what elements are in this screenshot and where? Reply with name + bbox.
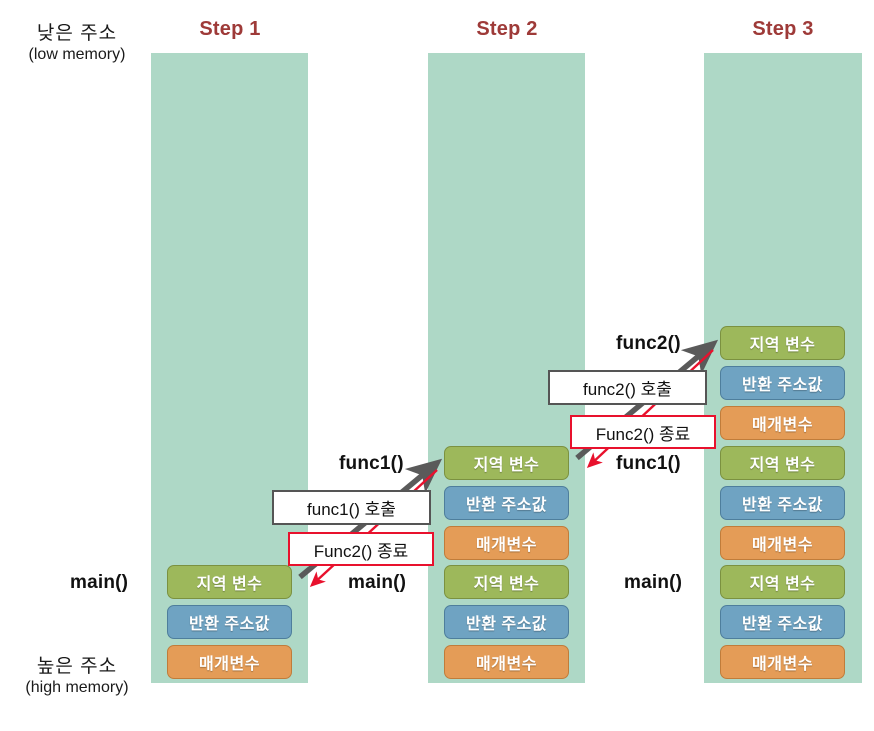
frame-label-main-step2: main() bbox=[348, 572, 407, 593]
low-memory-label: 낮은 주소 (low memory) bbox=[4, 22, 150, 65]
callout-end-func1: Func2() 종료 bbox=[288, 532, 434, 566]
step-1-title: Step 1 bbox=[199, 18, 261, 40]
callout-call-func2: func2() 호출 bbox=[548, 370, 707, 405]
frame-label-func1-step2: func1() bbox=[339, 453, 404, 474]
stack-block-parameter: 매개변수 bbox=[720, 645, 845, 679]
high-memory-label: 높은 주소 (high memory) bbox=[4, 655, 150, 698]
stack-block-parameter: 매개변수 bbox=[444, 645, 569, 679]
stack-block-local-variable: 지역 변수 bbox=[720, 565, 845, 599]
frame-label-main-step1: main() bbox=[70, 572, 129, 593]
step-2-title: Step 2 bbox=[476, 18, 538, 40]
stack-block-return-address: 반환 주소값 bbox=[720, 486, 845, 520]
stack-block-return-address: 반환 주소값 bbox=[167, 605, 292, 639]
stack-block-local-variable: 지역 변수 bbox=[167, 565, 292, 599]
stack-block-local-variable: 지역 변수 bbox=[720, 446, 845, 480]
stack-block-return-address: 반환 주소값 bbox=[720, 605, 845, 639]
stack-block-parameter: 매개변수 bbox=[720, 526, 845, 560]
frame-label-func1-step3: func1() bbox=[616, 453, 681, 474]
high-memory-label-english: (high memory) bbox=[25, 679, 129, 697]
frame-label-func2-step3: func2() bbox=[616, 333, 681, 354]
stack-block-parameter: 매개변수 bbox=[167, 645, 292, 679]
stack-block-local-variable: 지역 변수 bbox=[444, 446, 569, 480]
stack-block-parameter: 매개변수 bbox=[720, 406, 845, 440]
stack-block-parameter: 매개변수 bbox=[444, 526, 569, 560]
low-memory-label-english: (low memory) bbox=[28, 46, 126, 64]
return-arrow-func1 bbox=[309, 469, 438, 587]
step-3-title: Step 3 bbox=[752, 18, 814, 40]
stack-block-return-address: 반환 주소값 bbox=[720, 366, 845, 400]
callout-call-func1: func1() 호출 bbox=[272, 490, 431, 525]
stack-block-return-address: 반환 주소값 bbox=[444, 605, 569, 639]
low-memory-label-korean: 낮은 주소 bbox=[36, 23, 118, 44]
stack-block-return-address: 반환 주소값 bbox=[444, 486, 569, 520]
stack-block-local-variable: 지역 변수 bbox=[444, 565, 569, 599]
frame-label-main-step3: main() bbox=[624, 572, 683, 593]
high-memory-label-korean: 높은 주소 bbox=[36, 656, 118, 677]
stack-block-local-variable: 지역 변수 bbox=[720, 326, 845, 360]
callout-end-func2: Func2() 종료 bbox=[570, 415, 716, 449]
